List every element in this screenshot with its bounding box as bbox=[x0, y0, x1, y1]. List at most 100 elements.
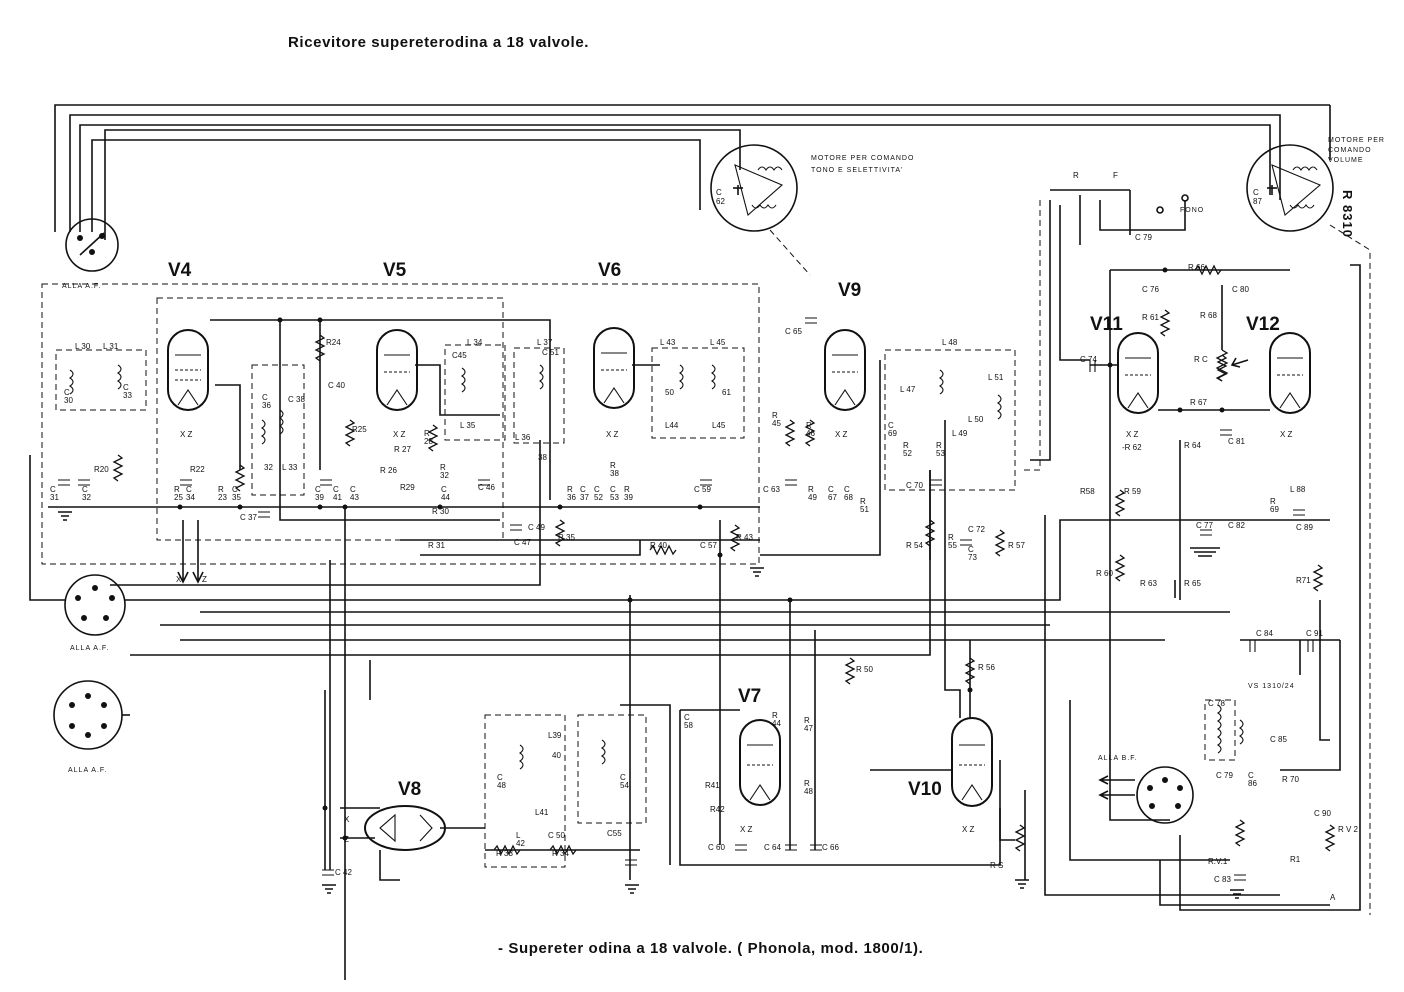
svg-text:R 54: R 54 bbox=[906, 541, 923, 550]
tube-v5 bbox=[376, 329, 418, 411]
svg-text:L 31: L 31 bbox=[103, 342, 119, 351]
tube-label-v12: V12 bbox=[1246, 314, 1280, 335]
svg-text:C: C bbox=[232, 485, 238, 494]
tube-v4 bbox=[167, 329, 209, 411]
svg-text:C: C bbox=[82, 485, 88, 494]
output-transformer: VS 1310/24 bbox=[1204, 683, 1294, 761]
svg-text:87: 87 bbox=[1253, 197, 1262, 206]
svg-text:R71: R71 bbox=[1296, 576, 1311, 585]
svg-text:34: 34 bbox=[186, 493, 195, 502]
af-top-label: ALLA A.F. bbox=[62, 283, 101, 290]
svg-text:X Z: X Z bbox=[1280, 430, 1293, 439]
svg-text:C 90: C 90 bbox=[1314, 809, 1331, 818]
svg-text:R.V.1: R.V.1 bbox=[1208, 857, 1228, 866]
svg-text:F: F bbox=[1113, 171, 1118, 180]
motor-volume-label: MOTORE PER bbox=[1328, 137, 1385, 144]
svg-text:48: 48 bbox=[497, 781, 506, 790]
af-mid-label: ALLA A.F. bbox=[70, 645, 109, 652]
svg-text:C 37: C 37 bbox=[240, 513, 257, 522]
af-connector-bottom: ALLA A.F. bbox=[53, 680, 130, 774]
svg-text:C 80: C 80 bbox=[1232, 285, 1249, 294]
svg-text:X Z: X Z bbox=[606, 430, 619, 439]
svg-text:36: 36 bbox=[567, 493, 576, 502]
svg-text:R: R bbox=[174, 485, 180, 494]
svg-text:R 70: R 70 bbox=[1282, 775, 1299, 784]
svg-text:R22: R22 bbox=[190, 465, 205, 474]
svg-text:C 81: C 81 bbox=[1228, 437, 1245, 446]
svg-text:45: 45 bbox=[772, 419, 781, 428]
svg-text:L 50: L 50 bbox=[968, 415, 984, 424]
capacitors bbox=[58, 317, 1314, 881]
svg-text:48: 48 bbox=[804, 787, 813, 796]
svg-text:51: 51 bbox=[860, 505, 869, 514]
svg-text:C: C bbox=[50, 485, 56, 494]
svg-text:X: X bbox=[176, 575, 182, 584]
svg-text:Z: Z bbox=[344, 835, 349, 844]
svg-text:R C: R C bbox=[1194, 355, 1208, 364]
svg-text:C: C bbox=[497, 773, 503, 782]
af-bottom-label: ALLA A.F. bbox=[68, 767, 107, 774]
ground-symbols bbox=[58, 511, 1244, 899]
svg-text:R: R bbox=[772, 711, 778, 720]
svg-text:43: 43 bbox=[350, 493, 359, 502]
svg-text:R 50: R 50 bbox=[856, 665, 873, 674]
svg-text:41: 41 bbox=[333, 493, 342, 502]
svg-text:32: 32 bbox=[82, 493, 91, 502]
diagram-title: Ricevitore supereterodina a 18 valvole. bbox=[288, 34, 590, 51]
rf-shield-box bbox=[41, 283, 760, 565]
svg-text:30: 30 bbox=[64, 396, 73, 405]
svg-text:R 59: R 59 bbox=[1124, 487, 1141, 496]
svg-text:69: 69 bbox=[1270, 505, 1279, 514]
bf-connector: ALLA B.F. bbox=[1098, 755, 1194, 824]
svg-text:69: 69 bbox=[888, 429, 897, 438]
svg-text:R 63: R 63 bbox=[1140, 579, 1157, 588]
svg-text:R25: R25 bbox=[352, 425, 367, 434]
diagram-caption: - Supereter odina a 18 valvole. ( Phonol… bbox=[498, 940, 924, 957]
svg-text:C 46: C 46 bbox=[478, 483, 495, 492]
svg-text:X Z: X Z bbox=[180, 430, 193, 439]
svg-text:C: C bbox=[64, 388, 70, 397]
svg-text:X Z: X Z bbox=[962, 825, 975, 834]
svg-text:C 57: C 57 bbox=[700, 541, 717, 550]
svg-text:38: 38 bbox=[610, 469, 619, 478]
motor-tone-label: MOTORE PER COMANDO bbox=[811, 155, 914, 162]
svg-text:68: 68 bbox=[844, 493, 853, 502]
tube-v9 bbox=[824, 329, 866, 411]
svg-text:L 88: L 88 bbox=[1290, 485, 1306, 494]
svg-text:VOLUME: VOLUME bbox=[1328, 157, 1364, 164]
svg-text:46: 46 bbox=[806, 429, 815, 438]
svg-text:R V 2: R V 2 bbox=[1338, 825, 1359, 834]
bf-label: ALLA B.F. bbox=[1098, 755, 1138, 762]
svg-text:L 33: L 33 bbox=[282, 463, 298, 472]
svg-text:R: R bbox=[806, 421, 812, 430]
svg-text:C 38: C 38 bbox=[288, 395, 305, 404]
svg-text:L 35: L 35 bbox=[460, 421, 476, 430]
svg-text:58: 58 bbox=[684, 721, 693, 730]
svg-text:C 64: C 64 bbox=[764, 843, 781, 852]
svg-text:C55: C55 bbox=[607, 829, 622, 838]
svg-text:25: 25 bbox=[174, 493, 183, 502]
svg-text:L44: L44 bbox=[665, 421, 679, 430]
svg-text:FONO: FONO bbox=[1180, 207, 1204, 214]
svg-text:C: C bbox=[315, 485, 321, 494]
svg-text:31: 31 bbox=[50, 493, 59, 502]
svg-text:C 89: C 89 bbox=[1296, 523, 1313, 532]
svg-text:R 35: R 35 bbox=[558, 533, 575, 542]
tube-label-v6: V6 bbox=[598, 260, 621, 281]
svg-text:R1: R1 bbox=[1290, 855, 1301, 864]
svg-text:C: C bbox=[123, 383, 129, 392]
svg-text:L 34: L 34 bbox=[467, 338, 483, 347]
svg-text:C: C bbox=[888, 421, 894, 430]
svg-text:86: 86 bbox=[1248, 779, 1257, 788]
svg-text:R 43: R 43 bbox=[736, 533, 753, 542]
svg-text:L 48: L 48 bbox=[942, 338, 958, 347]
svg-text:C: C bbox=[262, 393, 268, 402]
svg-text:53: 53 bbox=[610, 493, 619, 502]
svg-text:R 60: R 60 bbox=[1096, 569, 1113, 578]
svg-text:L39: L39 bbox=[548, 731, 562, 740]
svg-text:R: R bbox=[903, 441, 909, 450]
svg-text:R S: R S bbox=[990, 861, 1003, 870]
svg-text:C 82: C 82 bbox=[1228, 521, 1245, 530]
top-cable-bundle bbox=[54, 104, 1331, 240]
svg-text:R: R bbox=[567, 485, 573, 494]
